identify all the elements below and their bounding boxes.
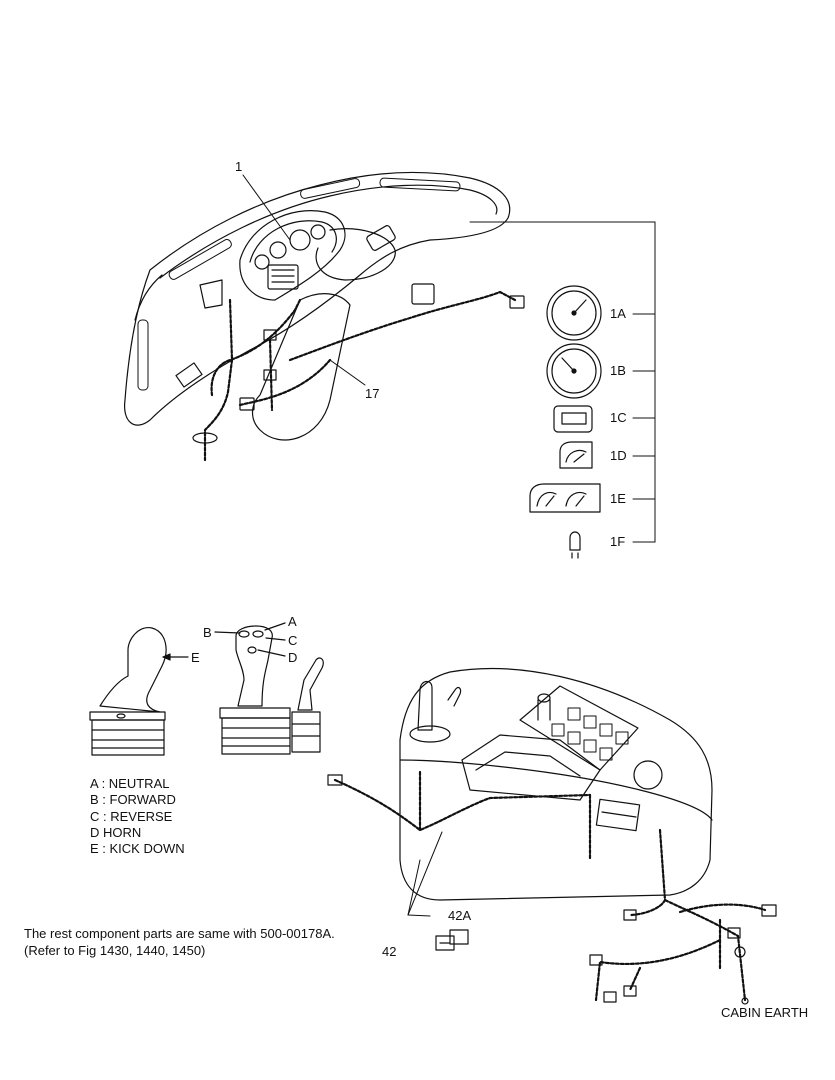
note-line-2: (Refer to Fig 1430, 1440, 1450) [24,943,206,958]
bulb-1f [569,531,581,559]
callout-1c: 1C [610,410,627,425]
cabin-earth-label: CABIN EARTH [721,1005,809,1020]
legend-item: B : FORWARD [90,792,176,808]
callout-d: D [288,650,298,665]
reference-note: The rest component parts are same with 5… [24,925,335,959]
callout-17: 17 [365,386,380,401]
connector-42a [435,929,469,951]
legend-item: C : REVERSE [90,808,173,824]
dash-leaders [242,174,656,543]
dash-harness-17 [203,290,517,462]
console-body [399,667,713,901]
switch-legend: A : NEUTRAL B : FORWARD C : REVERSE D HO… [90,776,185,857]
dashboard-panel [123,171,511,441]
callout-e: E [191,650,200,665]
console-connectors [327,774,777,1005]
legend-item: E : KICK DOWN [90,841,185,857]
dash-harness-connectors [192,283,525,444]
callout-1f: 1F [610,534,626,549]
callout-a: A [288,614,297,629]
legend-item: D HORN [90,824,142,840]
callout-1e: 1E [610,491,626,506]
callout-1b: 1B [610,363,626,378]
callout-b: B [203,625,212,640]
callout-42a: 42A [448,908,472,923]
callout-1a: 1A [610,306,626,321]
callout-c: C [288,633,298,648]
joystick-front-view [214,622,324,755]
joystick-side-view [89,626,189,756]
gauge-1e-dual [529,483,601,513]
console-leaders [407,831,443,917]
gauge-1d-single [559,441,593,469]
callout-1d: 1D [610,448,627,463]
legend-item: A : NEUTRAL [90,776,170,791]
callout-42: 42 [382,944,397,959]
gauge-1b-tachometer [546,343,602,399]
gauge-1c-hourmeter [553,405,593,433]
gauge-1a-speedometer [546,285,602,341]
callout-1: 1 [235,159,243,174]
console-harness [333,768,767,1002]
note-line-1: The rest component parts are same with 5… [24,926,335,941]
